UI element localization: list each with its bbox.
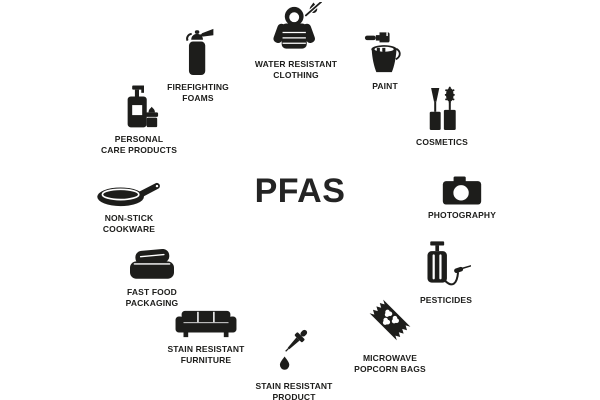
item-label: FIREFIGHTING FOAMS — [167, 82, 229, 104]
popcorn-bag-icon — [362, 292, 418, 348]
item-label: FAST FOOD PACKAGING — [125, 287, 179, 309]
item-personal-care-products: PERSONAL CARE PRODUCTS — [79, 83, 199, 157]
item-paint: PAINT — [325, 28, 445, 92]
pfas-title: PFAS — [254, 172, 346, 210]
dropper-icon — [272, 327, 317, 376]
lotion-bottles-icon — [119, 83, 159, 129]
item-water-resistant-clothing: WATER RESISTANT CLOTHING — [236, 2, 356, 82]
item-cosmetics: COSMETICS — [382, 86, 502, 148]
item-fast-food-packaging: FAST FOOD PACKAGING — [92, 249, 212, 310]
fire-extinguisher-icon — [179, 26, 217, 77]
hooded-jacket-icon — [269, 2, 323, 54]
sprayer-icon — [421, 240, 471, 290]
item-label: STAIN RESISTANT PRODUCT — [255, 381, 333, 400]
item-label: PESTICIDES — [419, 295, 473, 305]
paint-bucket-icon — [364, 28, 406, 76]
item-label: STAIN RESISTANT FURNITURE — [167, 344, 245, 366]
food-box-icon — [126, 249, 178, 282]
sofa-icon — [175, 309, 237, 339]
item-label: PERSONAL CARE PRODUCTS — [100, 134, 178, 156]
item-firefighting-foams: FIREFIGHTING FOAMS — [138, 26, 258, 105]
item-stain-resistant-furniture: STAIN RESISTANT FURNITURE — [146, 309, 266, 367]
item-pesticides: PESTICIDES — [386, 240, 506, 306]
item-label: WATER RESISTANT CLOTHING — [254, 59, 338, 81]
item-label: PHOTOGRAPHY — [427, 210, 497, 220]
camera-icon — [442, 176, 482, 205]
frying-pan-icon — [95, 180, 163, 208]
item-microwave-popcorn-bags: MICROWAVE POPCORN BAGS — [330, 292, 450, 376]
item-label: COSMETICS — [416, 137, 468, 147]
item-stain-resistant-product: STAIN RESISTANT PRODUCT — [234, 327, 354, 400]
item-photography: PHOTOGRAPHY — [402, 176, 522, 221]
item-non-stick-cookware: NON-STICK COOKWARE — [69, 180, 189, 236]
item-label: NON-STICK COOKWARE — [102, 213, 156, 235]
item-label: PAINT — [372, 81, 398, 91]
item-label: MICROWAVE POPCORN BAGS — [354, 353, 426, 375]
mascara-icon — [427, 86, 458, 132]
